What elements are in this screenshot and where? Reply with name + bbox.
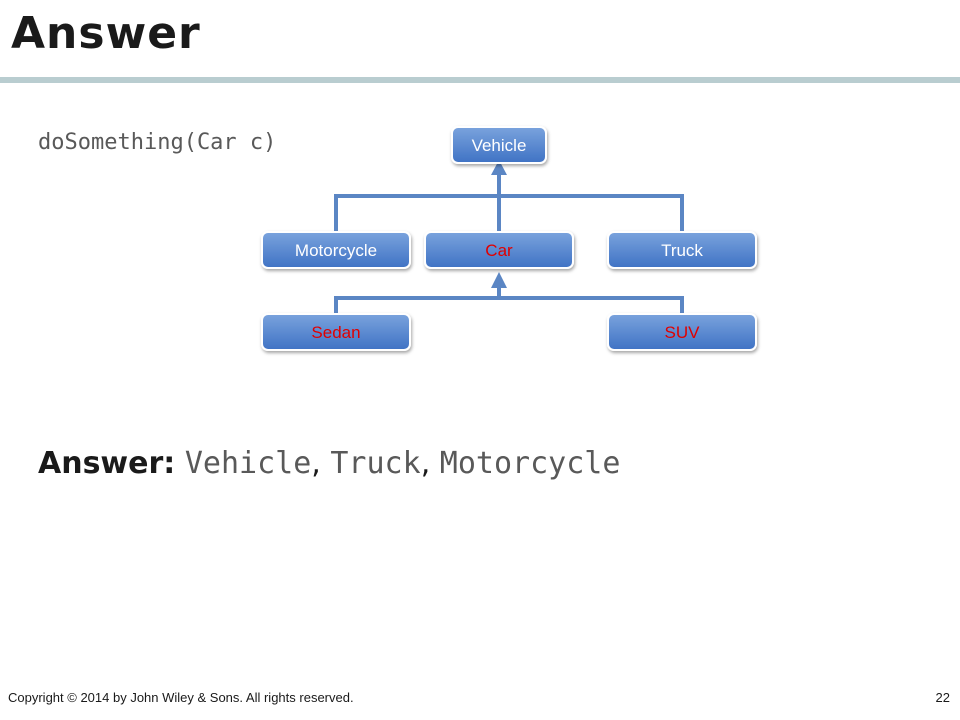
connector-sedan-suv	[334, 296, 684, 314]
answer-separator-2: ,	[420, 446, 431, 481]
node-vehicle: Vehicle	[451, 126, 547, 164]
method-signature: doSomething(Car c)	[38, 130, 277, 155]
node-motorcycle-label: Motorcycle	[295, 241, 377, 260]
title-divider	[0, 77, 960, 83]
node-suv: SUV	[607, 313, 757, 351]
page-number: 22	[935, 690, 950, 705]
slide-title: Answer	[11, 8, 201, 59]
node-vehicle-label: Vehicle	[472, 136, 527, 155]
answer-item-1: Vehicle	[184, 446, 312, 481]
node-sedan-label: Sedan	[311, 323, 360, 342]
arrowhead-car	[491, 272, 507, 288]
node-truck-label: Truck	[661, 241, 703, 260]
connector-car-group	[334, 280, 684, 314]
node-truck: Truck	[607, 231, 757, 269]
node-car: Car	[424, 231, 574, 269]
answer-separator-1: ,	[311, 446, 321, 481]
node-car-label: Car	[485, 241, 513, 260]
connector-vehicle-group	[334, 168, 684, 232]
node-suv-label: SUV	[665, 323, 701, 342]
answer-line: Answer: Vehicle, Truck, Motorcycle	[38, 446, 620, 481]
arrowhead-vehicle	[491, 160, 507, 175]
node-motorcycle: Motorcycle	[261, 231, 411, 269]
node-sedan: Sedan	[261, 313, 411, 351]
copyright-footer: Copyright © 2014 by John Wiley & Sons. A…	[8, 690, 354, 705]
answer-item-2: Truck	[330, 446, 421, 481]
answer-label: Answer:	[38, 446, 176, 481]
answer-item-3: Motorcycle	[439, 446, 621, 481]
connector-motorcycle-vehicle	[334, 194, 684, 232]
